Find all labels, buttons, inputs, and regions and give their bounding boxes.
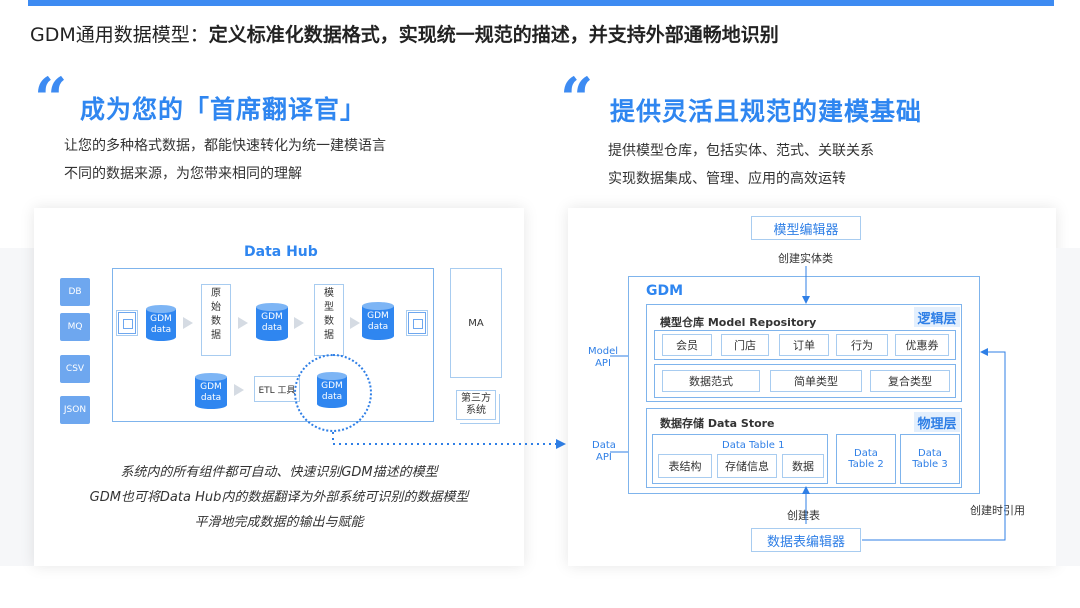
entity-coupon: 优惠券: [895, 334, 949, 356]
left-side-panel: [0, 248, 34, 566]
source-csv: CSV: [60, 355, 90, 383]
header-prefix: GDM通用数据模型：: [30, 24, 209, 46]
right-desc-1: 提供模型仓库，包括实体、范式、关联关系: [608, 143, 874, 159]
data-api-label: Data API: [592, 440, 616, 463]
entity-member: 会员: [662, 334, 712, 356]
header-bold: 定义标准化数据格式，实现统一规范的描述，并支持外部通畅地识别: [208, 24, 779, 46]
source-db: DB: [60, 278, 90, 306]
dotted-connector-head: [556, 439, 566, 449]
gdm-cylinder-3-label: GDM data: [367, 311, 389, 332]
gdm-cylinder-4: GDM data: [195, 373, 227, 409]
third-party-box: 第三方 系统: [456, 390, 496, 420]
arrow-right-2: [238, 317, 248, 329]
paradigm-simple: 简单类型: [770, 370, 862, 392]
quote-icon-left: “: [34, 65, 68, 133]
model-data-box: 模 型 数 据: [314, 284, 344, 356]
logic-layer-tag: 逻辑层: [914, 307, 960, 327]
left-desc-2: 不同的数据来源，为您带来相同的理解: [64, 166, 302, 182]
caption-line-3: 平滑地完成数据的输出与赋能: [194, 515, 364, 530]
gdm-cylinder-1-label: GDM data: [150, 314, 172, 335]
model-editor-box: 模型编辑器: [751, 216, 861, 240]
paradigm-data: 数据范式: [662, 370, 760, 392]
quote-icon-right: “: [560, 65, 594, 133]
caption-line-1: 系统内的所有组件都可自动、快速识别GDM描述的模型: [120, 465, 438, 480]
convert-out-icon: [408, 312, 426, 334]
storage-info: 存储信息: [717, 454, 777, 478]
table-structure: 表结构: [658, 454, 712, 478]
right-side-panel: [1056, 248, 1080, 566]
data-hub-title: Data Hub: [244, 244, 318, 260]
table-editor-box: 数据表编辑器: [751, 528, 861, 552]
caption-line-2: GDM也可将Data Hub内的数据翻译为外部系统可识别的数据模型: [89, 490, 469, 505]
left-desc-1: 让您的多种格式数据，都能快速转化为统一建模语言: [64, 138, 386, 154]
gdm-cylinder-1: GDM data: [146, 305, 176, 341]
data-table-2-box: Data Table 2: [836, 434, 896, 484]
arrow-right-1: [183, 317, 193, 329]
source-mq: MQ: [60, 313, 90, 341]
arrow-right-5: [234, 384, 244, 396]
table-data: 数据: [782, 454, 824, 478]
gdm-cylinder-2: GDM data: [256, 303, 288, 341]
entity-order: 订单: [779, 334, 829, 356]
entity-behavior: 行为: [836, 334, 888, 356]
create-table-label: 创建表: [787, 509, 820, 522]
top-accent-bar: [28, 0, 1054, 6]
arrow-right-4: [350, 317, 360, 329]
data-table-3-box: Data Table 3: [900, 434, 960, 484]
data-table-1-title: Data Table 1: [722, 440, 785, 451]
right-desc-2: 实现数据集成、管理、应用的高效运转: [608, 171, 846, 187]
source-json: JSON: [60, 396, 90, 424]
right-section-title: 提供灵活且规范的建模基础: [610, 97, 923, 126]
convert-in-icon: [118, 312, 136, 334]
arrow-right-3: [294, 317, 304, 329]
gdm-cylinder-3: GDM data: [362, 302, 394, 340]
etl-tool-box: ETL 工具: [254, 376, 300, 402]
ma-box: MA: [450, 268, 502, 378]
highlight-circle: [294, 354, 372, 432]
physical-layer-tag: 物理层: [914, 412, 960, 432]
page-header: GDM通用数据模型：定义标准化数据格式，实现统一规范的描述，并支持外部通畅地识别: [30, 20, 779, 47]
paradigm-complex: 复合类型: [870, 370, 950, 392]
gdm-cylinder-2-label: GDM data: [261, 312, 283, 333]
gdm-cylinder-4-label: GDM data: [200, 382, 222, 403]
entity-store: 门店: [721, 334, 769, 356]
gdm-title: GDM: [646, 283, 684, 299]
left-section-title: 成为您的「首席翻译官」: [80, 95, 367, 124]
raw-data-box: 原 始 数 据: [201, 284, 231, 356]
create-entity-label: 创建实体类: [778, 252, 833, 265]
model-repository-title: 模型仓库 Model Repository: [660, 316, 817, 329]
data-store-title: 数据存储 Data Store: [660, 417, 775, 430]
create-ref-label: 创建时引用: [970, 504, 1025, 517]
model-api-label: Model API: [588, 346, 619, 369]
